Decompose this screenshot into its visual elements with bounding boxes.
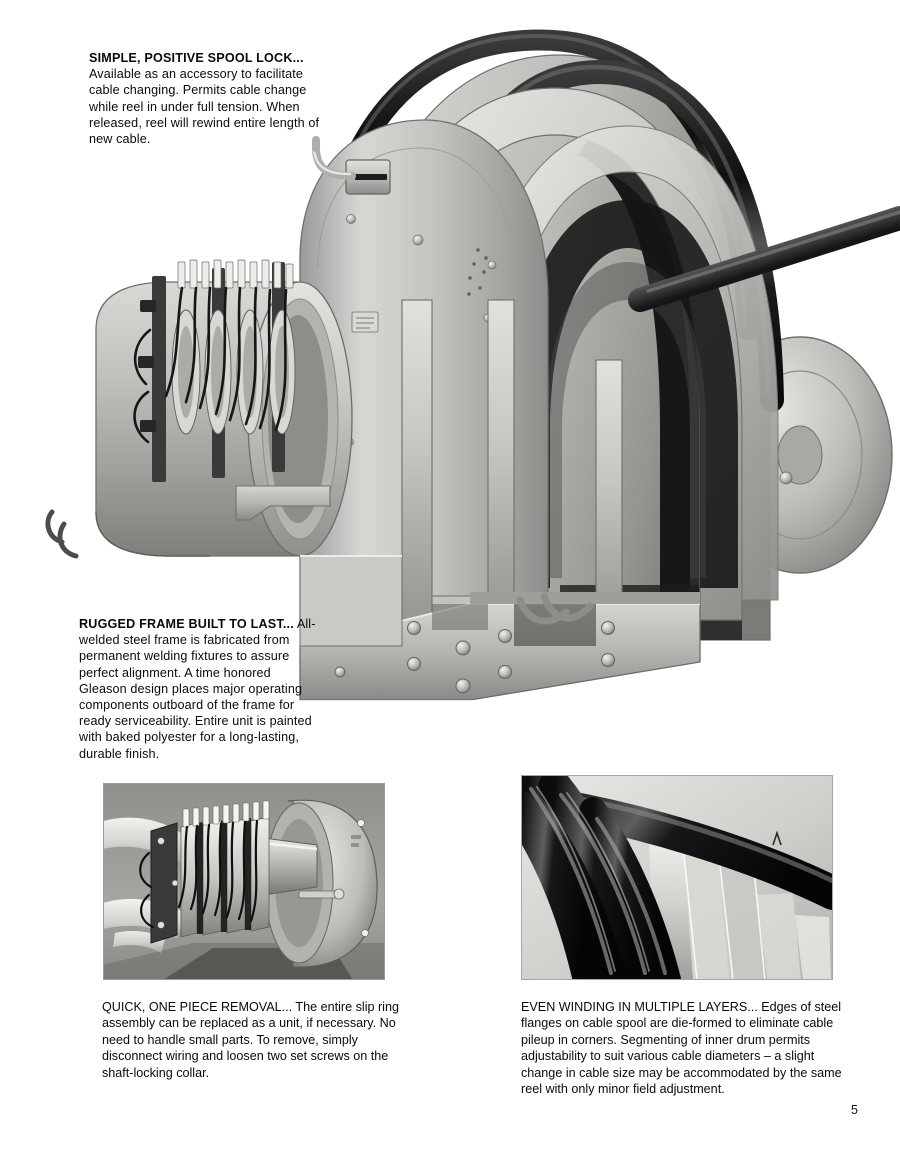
callout-rugged-frame-heading: RUGGED FRAME BUILT TO LAST... [79,617,294,631]
caption-quick-removal-body: The entire slip ring assembly can be rep… [102,1000,399,1080]
callout-spool-lock: SIMPLE, POSITIVE SPOOL LOCK... Available… [89,50,321,147]
callout-spool-lock-heading: SIMPLE, POSITIVE SPOOL LOCK... [89,51,304,65]
slip-ring-removal-photo [103,783,385,980]
spool-lock-detail [312,136,391,195]
caption-even-winding-heading: EVEN WINDING IN MULTIPLE LAYERS... [521,1000,758,1014]
caption-quick-removal: QUICK, ONE PIECE REMOVAL... The entire s… [102,999,420,1081]
cable-winding-photo [521,775,833,980]
page-number: 5 [851,1103,858,1117]
caption-even-winding: EVEN WINDING IN MULTIPLE LAYERS... Edges… [521,999,843,1097]
callout-rugged-frame-body: All-welded steel frame is fabricated fro… [79,617,316,761]
caption-even-winding-body: Edges of steel flanges on cable spool ar… [521,1000,842,1097]
callout-rugged-frame: RUGGED FRAME BUILT TO LAST... All-welded… [79,616,319,762]
callout-spool-lock-body: Available as an accessory to facilitate … [89,67,320,147]
caption-quick-removal-heading: QUICK, ONE PIECE REMOVAL... [102,1000,293,1014]
